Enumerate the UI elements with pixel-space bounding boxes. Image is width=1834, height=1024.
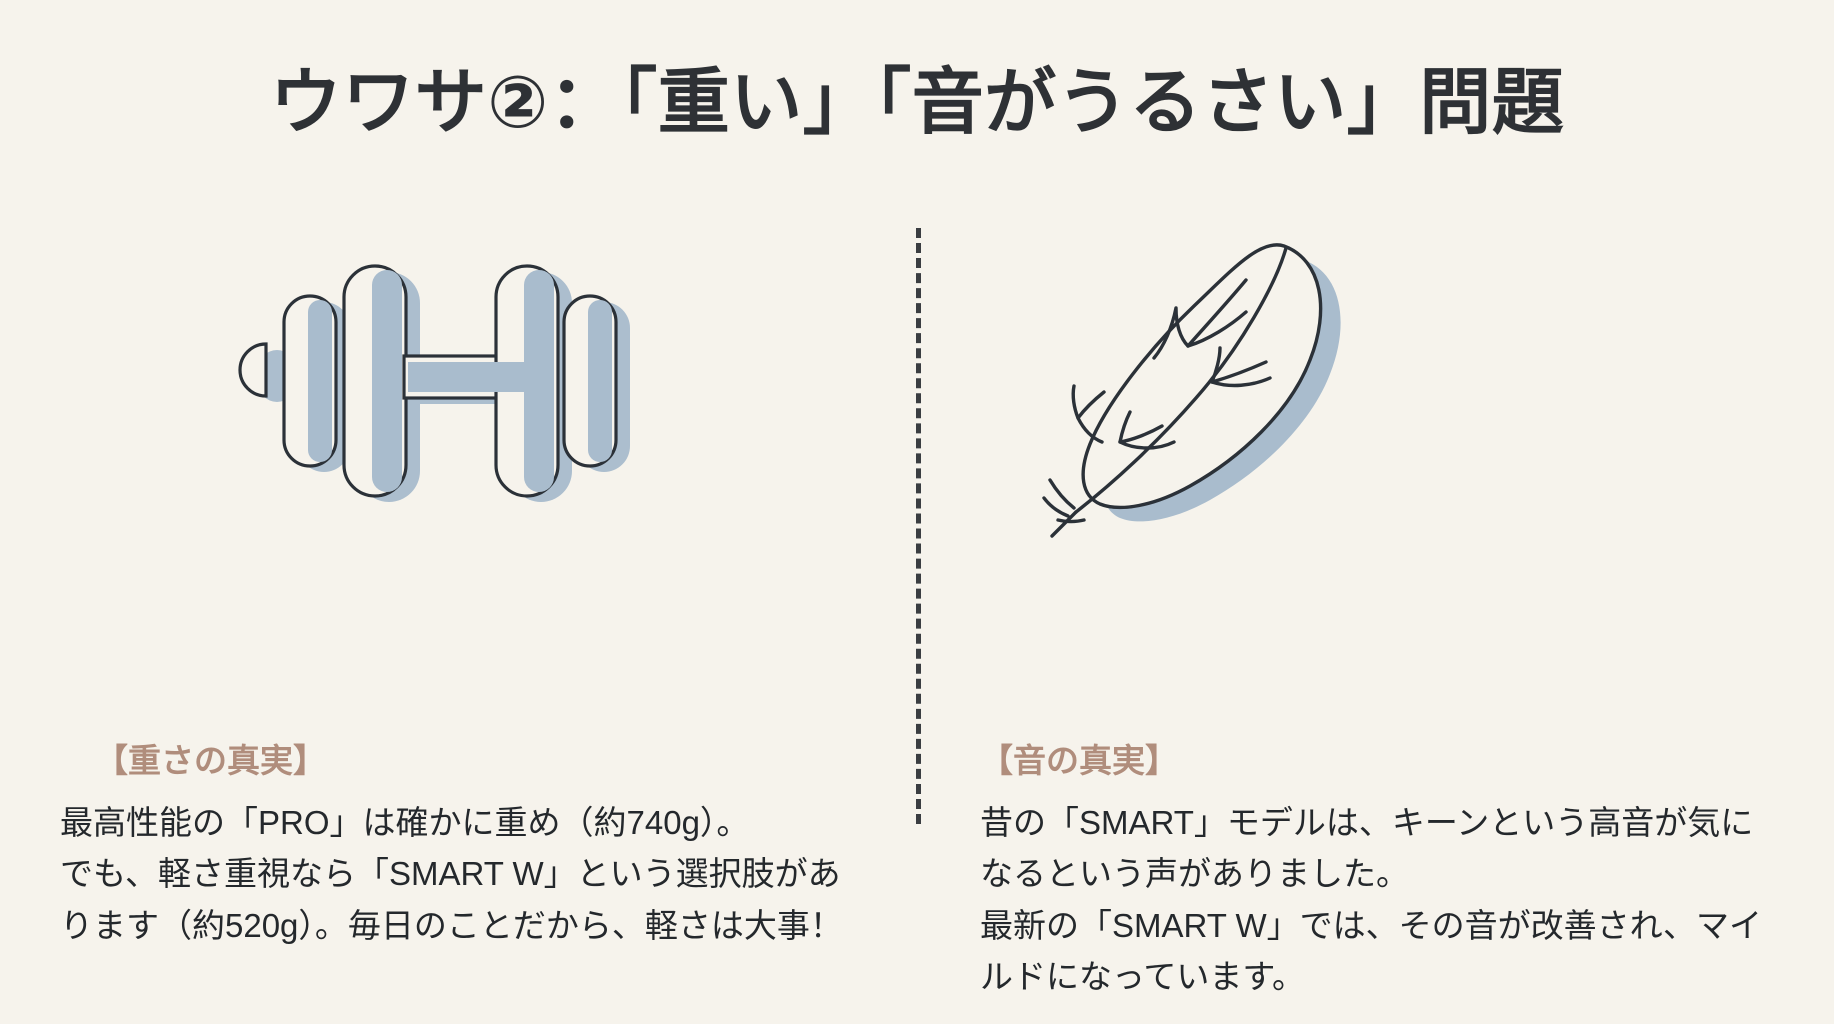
- right-section-heading: 【音の真実】: [980, 742, 1178, 779]
- feather-illustration: [1040, 240, 1780, 540]
- right-column: 【音の真実】 昔の「SMART」モデルは、キーンという高音が気になるという声があ…: [980, 240, 1780, 1003]
- left-body-text: 最高性能の「PRO」は確かに重め（約740g）。 でも、軽さ重視なら「SMART…: [60, 803, 843, 944]
- page-title: ウワサ②：「重い」「音がうるさい」問題: [269, 63, 1565, 143]
- dumbbell-illustration: [210, 240, 850, 540]
- left-column: 【重さの真実】 最高性能の「PRO」は確かに重め（約740g）。 でも、軽さ重視…: [60, 240, 850, 951]
- right-text-block: 【音の真実】 昔の「SMART」モデルは、キーンという高音が気になるという声があ…: [980, 740, 1780, 1003]
- right-body-text: 昔の「SMART」モデルは、キーンという高音が気になるという声がありました。 最…: [980, 803, 1762, 996]
- left-text-block: 【重さの真実】 最高性能の「PRO」は確かに重め（約740g）。 でも、軽さ重視…: [60, 740, 850, 951]
- vertical-dashed-divider: [916, 228, 921, 824]
- left-section-heading: 【重さの真実】: [95, 742, 326, 779]
